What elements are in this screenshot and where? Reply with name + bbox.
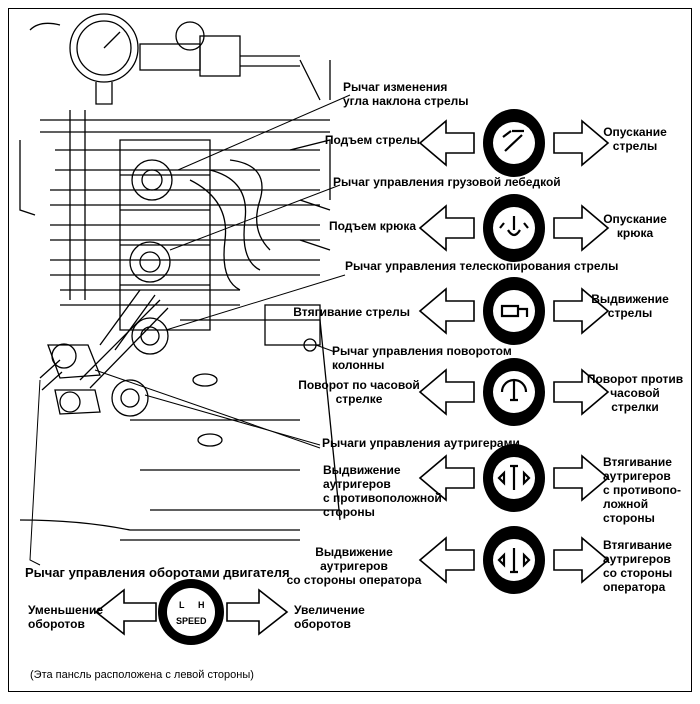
row5-left: Выдвижение аутригеров со стороны операто… (286, 545, 422, 587)
telescope-icon (483, 277, 545, 345)
outrigger-near-icon (483, 526, 545, 594)
decrease-rpm-label: Уменьшение оборотов (28, 603, 104, 631)
row0-right: Опускание стрелы (603, 125, 667, 153)
row3-right-arrow (553, 368, 610, 416)
row5-right-arrow (553, 536, 610, 584)
engine-lever-label: Рычаг управления оборотами двигателя (25, 565, 290, 580)
angle-lever-label: Рычаг изменения угла наклона стрелы (343, 80, 469, 108)
speed-knob-icon: L H SPEED (158, 579, 224, 645)
telescope-lever-label: Рычаг управления телескопирования стрелы (345, 259, 619, 273)
row1-left-arrow (418, 204, 475, 252)
knob-l: L (179, 600, 185, 610)
row1-right-arrow (553, 204, 610, 252)
row4-left-arrow (418, 454, 475, 502)
row5-left-arrow (418, 536, 475, 584)
knob-word: SPEED (176, 616, 207, 626)
increase-arrow (226, 588, 289, 636)
row2-right: Выдвижение стрелы (591, 292, 669, 320)
outrigger-far-icon (483, 444, 545, 512)
row2-right-arrow (553, 287, 610, 335)
row0-right-arrow (553, 119, 610, 167)
panel-location-note: (Эта пансль расположена с левой стороны) (30, 669, 254, 681)
row4-right-arrow (553, 454, 610, 502)
row3-left: Поворот по часовой стрелке (298, 378, 420, 406)
row3-left-arrow (418, 368, 475, 416)
diagram-frame (8, 8, 692, 692)
leader-lines (29, 94, 351, 566)
decrease-arrow (94, 588, 157, 636)
row4-right: Втягивание аутригеров с противопо- ложно… (603, 455, 681, 525)
row1-right: Опускание крюка (603, 212, 667, 240)
increase-rpm-label: Увеличение оборотов (294, 603, 365, 631)
boom-angle-icon (483, 109, 545, 177)
row2-left-arrow (418, 287, 475, 335)
row3-right: Поворот против часовой стрелки (586, 372, 684, 414)
row2-left: Втягивание стрелы (293, 305, 410, 319)
swing-icon (483, 358, 545, 426)
swing-lever-label: Рычаг управления поворотом колонны (332, 344, 512, 372)
outrigger-levers-label: Рычаги управления аутригерами (322, 436, 520, 450)
row1-left: Подъем крюка (329, 219, 416, 233)
row0-left-arrow (418, 119, 475, 167)
winch-lever-label: Рычаг управления грузовой лебедкой (333, 175, 561, 189)
row4-left: Выдвижение аутригеров с противоположной … (323, 463, 442, 519)
row0-left: Подъем стрелы (324, 133, 420, 147)
knob-h: H (198, 600, 205, 610)
pressure-gauge (69, 13, 139, 83)
hook-icon (483, 194, 545, 262)
row5-right: Втягивание аутригеров со стороны операто… (603, 538, 673, 594)
